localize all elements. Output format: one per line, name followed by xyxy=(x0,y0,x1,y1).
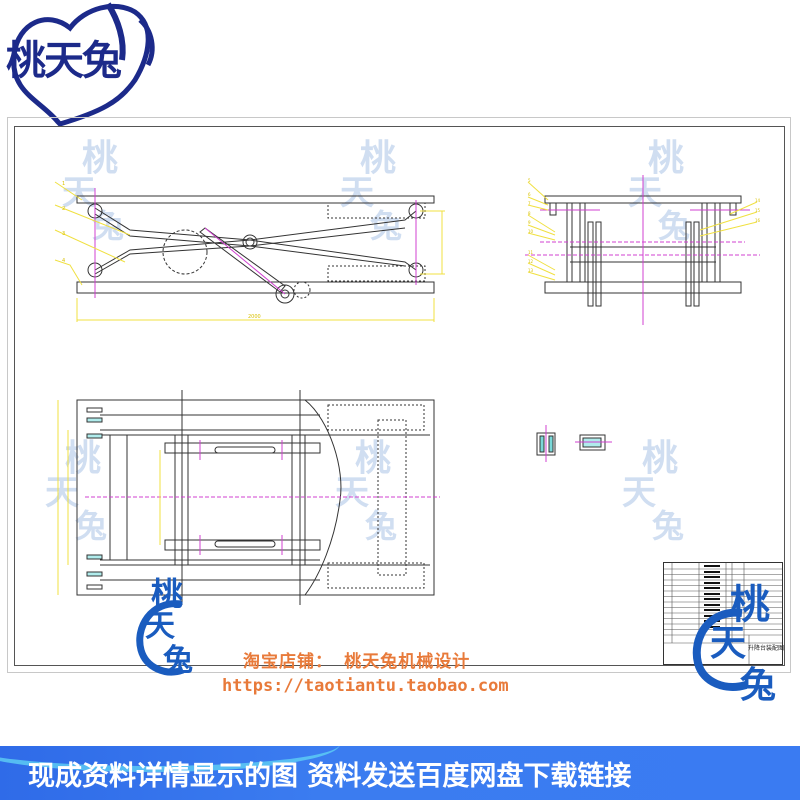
shop-name: 淘宝店铺： 桃天兔机械设计 xyxy=(243,652,471,672)
svg-text:16: 16 xyxy=(755,218,761,223)
svg-text:6: 6 xyxy=(528,192,531,197)
watermark: 桃 天 兔 xyxy=(628,137,691,245)
svg-text:15: 15 xyxy=(755,208,761,213)
shop-url[interactable]: https://taotiantu.taobao.com xyxy=(222,676,509,696)
watermark: 桃 天 兔 xyxy=(622,437,685,545)
watermark: 桃 天 兔 xyxy=(340,137,403,245)
detail-parts xyxy=(536,432,606,456)
svg-text:14: 14 xyxy=(755,198,761,203)
heart-logo-icon xyxy=(11,2,155,127)
brand-logo-text: 桃天兔 xyxy=(6,38,122,84)
banner-text: 现成资料详情显示的图 资料发送百度网盘下载链接 xyxy=(28,761,632,792)
front-view-centerlines xyxy=(94,188,417,298)
svg-text:8: 8 xyxy=(528,211,531,216)
detail-centerlines xyxy=(545,425,612,462)
leader-label: 3 xyxy=(62,231,65,237)
svg-text:10: 10 xyxy=(528,229,534,234)
svg-text:7: 7 xyxy=(528,201,531,206)
top-view-dimensions xyxy=(57,400,161,595)
svg-text:5: 5 xyxy=(528,178,531,183)
watermark: 桃 天 兔 xyxy=(62,137,125,245)
front-view-dimensions xyxy=(54,181,445,322)
brush-circle-icon xyxy=(136,600,185,676)
top-view-centerlines xyxy=(85,440,440,555)
leader-label: 1 xyxy=(62,181,65,187)
watermark: 桃 天 兔 xyxy=(335,437,398,545)
front-view-labels: 1 2 3 4 2000 xyxy=(62,181,261,320)
top-view xyxy=(76,390,435,605)
side-view-centerlines xyxy=(525,175,760,325)
dimension-label: 2000 xyxy=(248,314,261,320)
drawing-frame-outer xyxy=(7,117,791,673)
drawing-title: 升降台装配图 xyxy=(748,645,785,652)
bottom-banner: 现成资料详情显示的图 资料发送百度网盘下载链接 xyxy=(0,746,800,800)
svg-text:9: 9 xyxy=(528,220,531,225)
side-view-labels: 5 6 7 8 9 10 11 12 13 14 15 16 xyxy=(528,178,761,273)
svg-text:11: 11 xyxy=(528,250,534,255)
side-view-leaders xyxy=(527,181,758,281)
svg-text:12: 12 xyxy=(528,259,534,264)
front-view xyxy=(76,195,435,304)
leader-label: 2 xyxy=(62,206,65,212)
drawing-frame-inner xyxy=(14,126,785,666)
leader-label: 4 xyxy=(62,258,65,264)
banner-swoosh-decoration xyxy=(0,746,340,772)
brand-logo: 桃天兔 xyxy=(0,0,160,130)
brush-circle-icon xyxy=(692,608,748,691)
watermark: 桃 天 兔 xyxy=(45,437,108,545)
svg-text:13: 13 xyxy=(528,268,534,273)
